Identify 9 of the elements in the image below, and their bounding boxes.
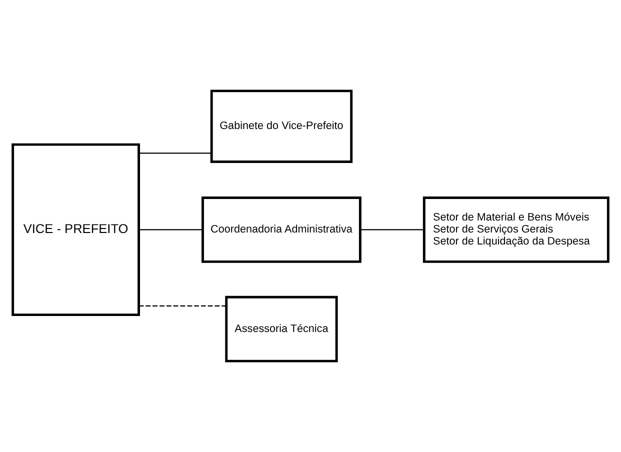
- connector: [360, 229, 424, 230]
- node-box: Assessoria Técnica: [225, 296, 338, 362]
- node-box: Setor de Material e Bens Móveis Setor de Serviços Gerais Setor de Liquidação da Despesa: [422, 196, 610, 263]
- connector: [138, 305, 226, 307]
- node-box: Coordenadoria Administrativa: [202, 196, 362, 263]
- connector: [138, 152, 212, 154]
- connector: [138, 229, 202, 230]
- node-box: Gabinete do Vice-Prefeito: [210, 90, 353, 164]
- node-box: VICE - PREFEITO: [12, 143, 140, 316]
